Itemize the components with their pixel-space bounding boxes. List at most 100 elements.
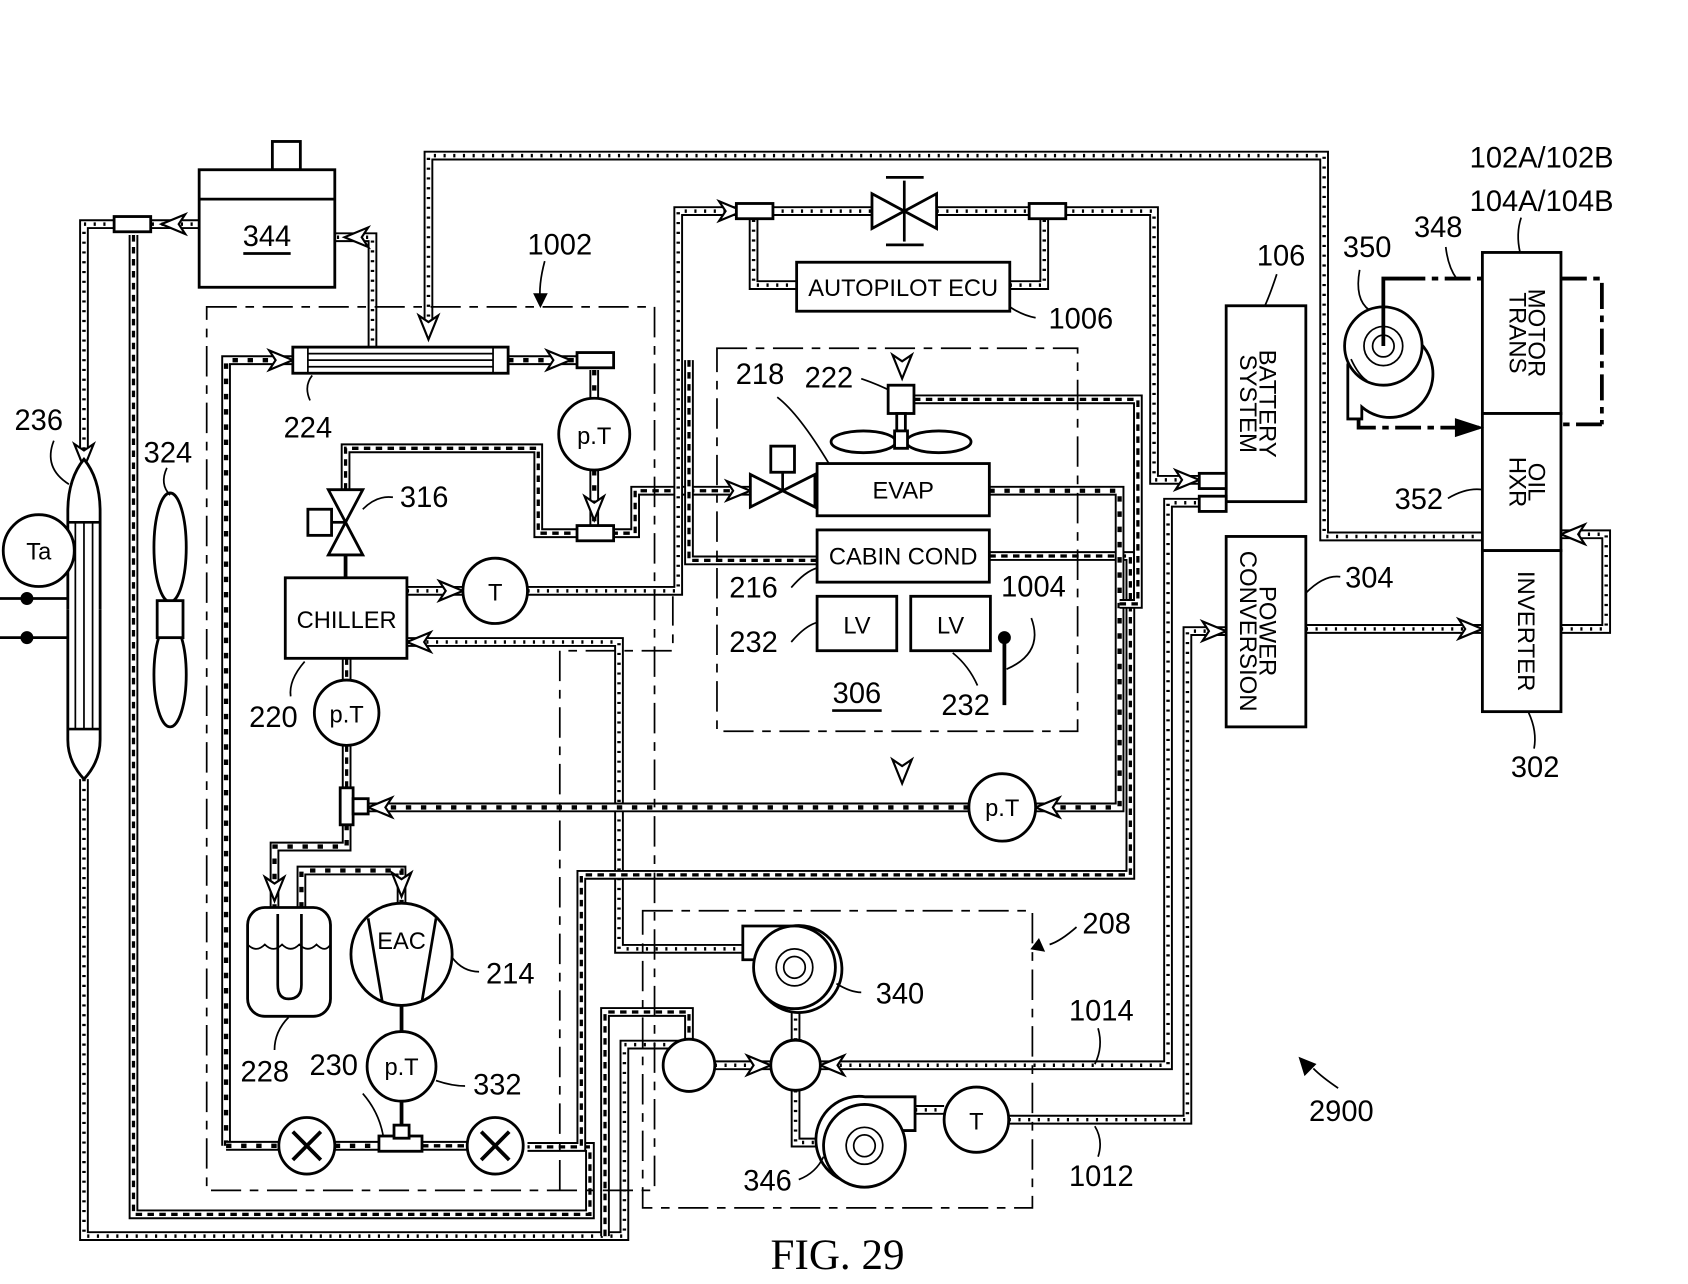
temp-sensor-pump[interactable]: T	[942, 1085, 1011, 1154]
cabin-condenser-216[interactable]: CABIN COND	[815, 528, 991, 584]
pt-sensor-return[interactable]: p.T	[967, 772, 1038, 843]
pipe-hx-inlet	[221, 355, 293, 1146]
arrow-accum-icon	[262, 874, 287, 904]
ref-232-right: 232	[941, 690, 990, 722]
radiator-236[interactable]	[66, 456, 102, 782]
ref-1004: 1004	[1001, 571, 1066, 603]
pipe-reservoir-feed	[334, 232, 378, 361]
ambient-temp-sensor[interactable]: Ta	[1, 513, 76, 588]
autopilot-ecu-1006[interactable]: AUTOPILOT ECU	[795, 260, 1012, 313]
reference-labels: 1002 224 236 324 316 220 228 230 214 332…	[15, 142, 1614, 1197]
ref-302: 302	[1511, 752, 1560, 784]
multi-way-valve[interactable]	[769, 1038, 822, 1092]
tee-radiator	[112, 215, 153, 234]
pipe-top-loop	[423, 150, 1483, 542]
lv-left-label: LV	[843, 612, 870, 639]
subsystem-1002-boundary	[205, 305, 656, 1192]
autopilot-ecu-label: AUTOPILOT ECU	[808, 275, 998, 302]
arrow-hx-in-icon	[266, 348, 296, 373]
oil-pump-350[interactable]	[1343, 305, 1435, 421]
chiller-220[interactable]: CHILLER	[283, 576, 409, 660]
motor-trans-unit[interactable]: MOTOR TRANS	[1480, 251, 1563, 415]
shutoff-valve-left[interactable]	[277, 1116, 337, 1176]
ref-236: 236	[15, 405, 64, 437]
ref-220: 220	[249, 702, 298, 734]
pipe-radiator-supply	[79, 219, 200, 460]
battery-label-2: SYSTEM	[1234, 355, 1261, 453]
power-conversion-304[interactable]: POWER CONVERSION	[1224, 535, 1308, 729]
pump-340[interactable]	[741, 924, 844, 1014]
ref-2900: 2900	[1309, 1096, 1374, 1128]
heat-exchanger-224[interactable]	[291, 345, 510, 375]
arrow-inverter-icon	[1455, 616, 1486, 642]
pipe-1014	[820, 497, 1200, 1071]
ref-222: 222	[805, 362, 854, 394]
ref-346: 346	[743, 1165, 792, 1197]
tee-hx-out	[575, 351, 616, 370]
fan-324[interactable]	[152, 491, 188, 729]
temp-sensor-chiller[interactable]: T	[461, 556, 529, 625]
ref-340: 340	[876, 978, 925, 1010]
blower-222[interactable]	[829, 383, 973, 455]
pt-sensor-top[interactable]: p.T	[557, 396, 632, 472]
chiller-label: CHILLER	[297, 607, 397, 634]
evap-label: EVAP	[873, 477, 934, 504]
ref-1002: 1002	[527, 229, 592, 261]
hvac-module-306-boundary	[716, 347, 1079, 733]
pt-sensor-chiller-outlet[interactable]: p.T	[312, 678, 381, 747]
inverter-302[interactable]: INVERTER	[1480, 549, 1563, 714]
ref-224: 224	[284, 412, 333, 444]
ref-352: 352	[1395, 484, 1444, 516]
leader-lines	[49, 217, 1536, 1181]
arrow-evap-icon	[723, 478, 754, 503]
ref-306: 306	[833, 678, 882, 710]
internal-dashed-route	[558, 596, 674, 1191]
radiator-signal-lines	[0, 591, 69, 645]
pt-sensor-332-label: p.T	[384, 1054, 418, 1081]
bypass-valve[interactable]	[870, 176, 938, 247]
arrow-battery-icon	[1172, 467, 1203, 493]
oil-hxr-352[interactable]: OIL HXR	[1480, 412, 1563, 553]
inverter-label: INVERTER	[1512, 571, 1539, 692]
reservoir-344[interactable]: 344	[197, 140, 337, 289]
antenna-1004	[997, 631, 1011, 706]
pt-sensor-332[interactable]: p.T	[365, 1030, 438, 1132]
arrow-chiller-icon	[404, 629, 434, 655]
lv-right-label: LV	[937, 612, 964, 639]
pipe-pump346-valve	[790, 1090, 824, 1148]
power-label-2: CONVERSION	[1234, 551, 1261, 712]
lv-module-left[interactable]: LV	[815, 594, 899, 653]
flow-sensor-left[interactable]	[661, 1037, 717, 1093]
tee-ecu-left	[734, 202, 775, 221]
arrow-oil-icon	[1558, 522, 1588, 547]
compressor-eac-214[interactable]: EAC	[349, 901, 454, 1032]
arrow-res-in-icon	[341, 225, 372, 250]
motor-label-1: MOTOR	[1523, 289, 1550, 378]
pipe-tee-accum	[269, 824, 352, 908]
arrow-valve-left-icon	[744, 1053, 774, 1078]
lv-module-right[interactable]: LV	[909, 594, 992, 653]
pipe-ecu-loop-right	[1009, 211, 1050, 290]
arrow-eac-icon	[389, 869, 414, 900]
arrow-T-icon	[436, 578, 466, 604]
oil-hxr-label-1: OIL	[1523, 463, 1550, 502]
pump-346[interactable]	[814, 1094, 917, 1189]
evaporator[interactable]: EVAP	[815, 462, 991, 518]
ref-208: 208	[1082, 908, 1131, 940]
oil-hxr-label-2: HXR	[1503, 457, 1530, 508]
arrow-rad-in-icon	[71, 441, 96, 471]
ref-motor-2: 104A/104B	[1470, 186, 1614, 218]
pt-sensor-chiller-label: p.T	[330, 701, 364, 728]
expansion-valve-316[interactable]	[306, 488, 366, 577]
ref-232-left: 232	[729, 627, 778, 659]
arrow-power-icon	[1199, 618, 1230, 644]
accumulator-228[interactable]	[246, 906, 332, 1018]
battery-system-106[interactable]: BATTERY SYSTEM	[1197, 304, 1308, 513]
pipe-accum-eac	[296, 865, 407, 908]
shutoff-valve-right[interactable]	[465, 1116, 525, 1176]
compressor-label: EAC	[377, 928, 426, 955]
pipe-blower-signal	[913, 394, 1143, 609]
ref-304: 304	[1345, 562, 1394, 594]
pipe-T-out	[527, 206, 872, 596]
evap-expansion-valve-218[interactable]	[748, 444, 817, 510]
